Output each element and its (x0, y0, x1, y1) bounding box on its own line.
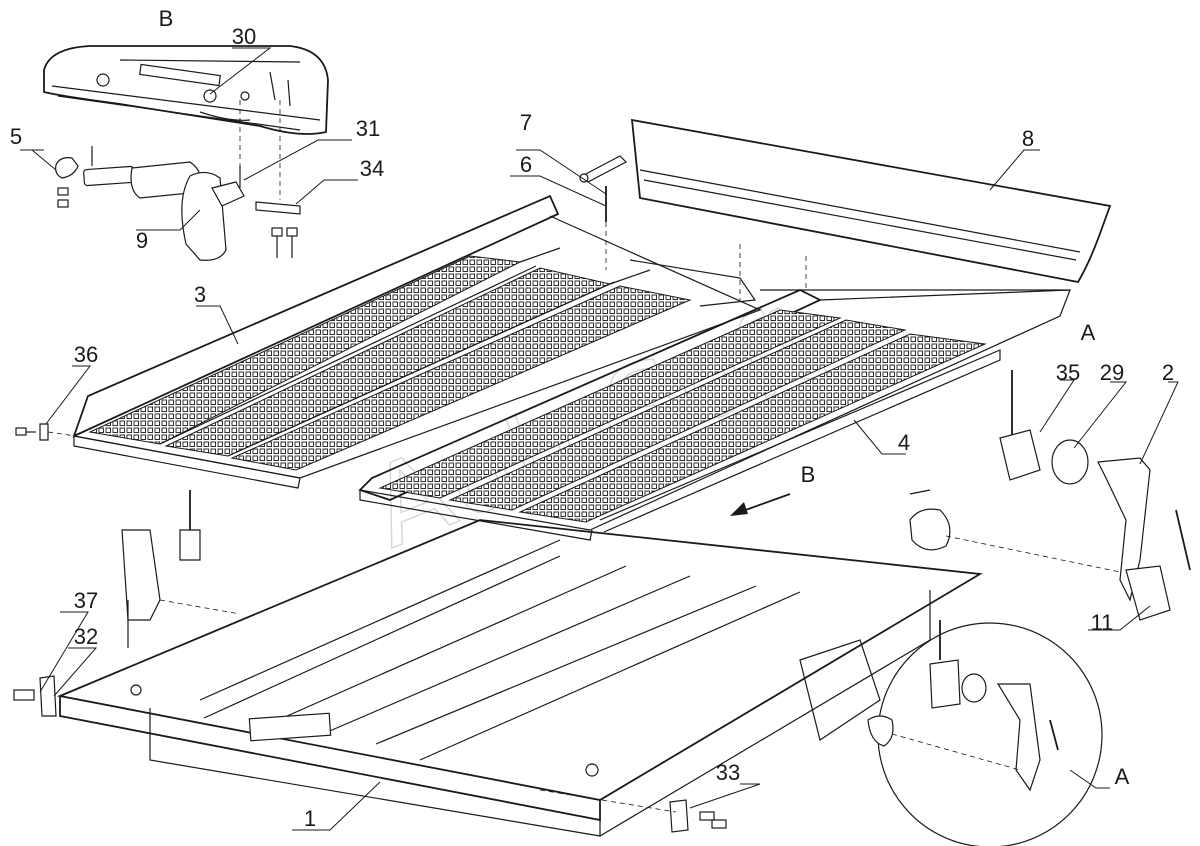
view-b-title: B (159, 6, 174, 31)
view-a-circle-label: A (1115, 764, 1130, 789)
callout-37: 37 (74, 588, 98, 613)
callout-8: 8 (1022, 126, 1034, 151)
view-b-arrow (730, 493, 791, 516)
callout-36: 36 (74, 342, 98, 367)
detail-view-b (43, 45, 329, 135)
sieve-panel-4 (358, 289, 1071, 541)
view-labels: B B A A (159, 6, 1130, 789)
bottom-bracket-33 (539, 789, 727, 833)
callout-11: 11 (1091, 610, 1114, 635)
callout-32: 32 (74, 624, 98, 649)
view-b-arrow-label: B (801, 462, 816, 487)
callout-1: 1 (304, 806, 316, 831)
callout-leaders (20, 47, 1179, 831)
callout-35: 35 (1056, 360, 1080, 385)
assembly-lines (159, 244, 807, 615)
callout-31: 31 (356, 116, 380, 141)
pin-and-link (579, 155, 628, 270)
callout-3: 3 (194, 282, 206, 307)
callout-7: 7 (520, 110, 532, 135)
callout-6: 6 (520, 152, 532, 177)
right-bearing-assembly-a (909, 370, 1191, 621)
callout-5: 5 (10, 124, 22, 149)
callout-33: 33 (716, 760, 740, 785)
view-a-title: A (1081, 320, 1096, 345)
callout-2: 2 (1162, 360, 1174, 385)
callout-labels: 5 30 31 34 9 7 6 8 3 36 4 35 29 2 11 37 … (10, 24, 1174, 831)
left-bracket-assembly (13, 490, 201, 717)
callout-9: 9 (136, 228, 148, 253)
callout-30: 30 (232, 24, 256, 49)
fastener-36 (15, 423, 77, 441)
callout-29: 29 (1100, 360, 1124, 385)
callout-34: 34 (360, 156, 384, 181)
detail-circle-a (867, 620, 1103, 846)
cylinder-assembly (55, 100, 301, 261)
cover-plate-8 (630, 118, 1112, 284)
frame-1 (56, 519, 983, 837)
sieve-panel-3 (72, 194, 762, 489)
callout-4: 4 (898, 430, 910, 455)
